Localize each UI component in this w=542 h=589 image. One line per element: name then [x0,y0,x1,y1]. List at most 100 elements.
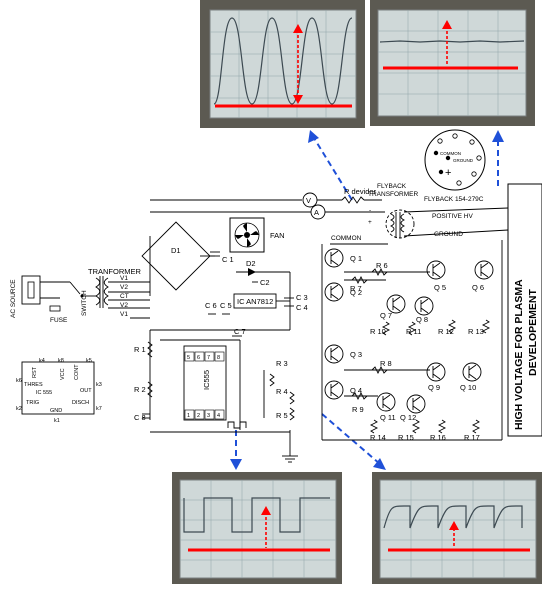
q10-label: Q 10 [460,383,476,392]
svg-text:k5: k5 [86,358,92,364]
flyback-part-label: FLYBACK 154-279C [424,196,484,203]
q8-label: Q 8 [416,315,428,324]
fuse-label: FUSE [50,317,68,324]
scope-photo-bottom-left [172,472,342,584]
svg-text:1: 1 [187,413,190,419]
r4-label: R 4 [276,387,288,396]
ic555-pinout: k4 k8 k5 k6 k3 k2 k7 k1 RST VCC THRES CO… [16,358,102,424]
q5-transistor [426,260,446,280]
fan-unit: FAN [229,217,285,253]
q3-transistor [324,344,344,364]
r8-label: R 8 [380,359,392,368]
r10-label: R 10 [370,327,386,336]
c8-label: C 8 [134,413,146,422]
q7-label: Q 7 [380,311,392,320]
q8-transistor [414,296,434,316]
v1-top-label: V1 [120,275,128,282]
scope-photo-bottom-right [372,472,542,584]
r6-label: R 6 [376,261,388,270]
rectifier-section: D1 C 1 D2 C2 IC AN7812 C 3 C 4 C 6 C 5 [141,221,308,331]
r2-label: R 2 [134,385,146,394]
q9-transistor [426,362,446,382]
ground-label: GROUND [434,231,463,238]
svg-text:+: + [445,167,451,179]
r11-label: R 11 [406,327,421,336]
transformer-label: TRANFORMER [88,267,141,276]
svg-text:k3: k3 [96,382,102,388]
svg-text:+: + [368,219,372,226]
r7-label: R 7 [350,284,362,293]
r-devider-label: R devider [344,187,377,196]
q9-label: Q 9 [428,383,440,392]
ic555-label: IC555 [202,370,211,390]
fan-label: FAN [270,231,285,240]
svg-text:GND: GND [50,408,62,414]
side-title-box: HIGH VOLTAGE FOR PLASMA DEVELOPEMENT [507,183,542,437]
v1-bottom-label: V1 [120,311,128,318]
c6-label: C 6 [205,301,217,310]
side-title-line-2: DEVELOPEMENT [527,288,539,376]
svg-text:2: 2 [197,413,200,419]
svg-text:k2: k2 [16,406,22,412]
d2-label: D2 [246,259,256,268]
svg-text:IC 555: IC 555 [36,390,52,396]
r5-label: R 5 [276,411,288,420]
q2-label: Q 2 [350,288,362,297]
q11-transistor [376,392,396,412]
ct-label: CT [120,293,129,300]
svg-text:k4: k4 [39,358,45,364]
c5-label: C 5 [220,301,232,310]
svg-text:k8: k8 [58,358,64,364]
svg-text:-: - [369,207,371,214]
c7-label: C 7 [234,327,246,336]
svg-text:DISCH: DISCH [72,400,89,406]
blue-pointer-arrows [230,130,504,470]
svg-text:5: 5 [187,355,190,361]
svg-text:k1: k1 [54,418,60,424]
v2-top-label: V2 [120,284,128,291]
q12-label: Q 12 [400,413,416,422]
svg-text:RST: RST [32,366,38,378]
r15-label: R 15 [398,433,414,442]
svg-text:6: 6 [197,355,200,361]
c4-label: C 4 [296,303,308,312]
r12-label: R 12 [438,327,454,336]
q6-transistor [474,260,494,280]
q1-transistor [324,248,344,268]
ic555-pins: 5 6 7 8 1 2 3 4 [184,351,225,420]
svg-text:3: 3 [207,413,210,419]
svg-text:k7: k7 [96,406,102,412]
q1-label: Q 1 [350,254,362,263]
q7-transistor [386,294,406,314]
flyback-transformer-label-1: FLYBACK [377,183,407,190]
q2-transistor [324,282,344,302]
r13-label: R 13 [468,327,484,336]
c1-label: C 1 [222,255,234,264]
r16-label: R 16 [430,433,446,442]
side-title-line-1: HIGH VOLTAGE FOR PLASMA [513,279,525,430]
svg-text:VCC: VCC [60,368,66,380]
svg-text:CONT: CONT [74,364,80,380]
ic-an7812-label: IC AN7812 [237,297,273,306]
q3-label: Q 3 [350,350,362,359]
svg-text:8: 8 [217,355,220,361]
positive-hv-label: POSITIVE HV [432,213,473,220]
flyback-transformer-label-2: TRANSFORMER [368,191,419,198]
q4-label: Q 4 [350,386,362,395]
scope-photo-top-right [370,0,535,126]
q6-label: Q 6 [472,283,484,292]
timer-section: R 1 R 2 C 8 IC555 5 6 7 8 1 2 3 4 [134,327,298,463]
common-label: COMMON [331,235,362,242]
svg-text:THRES: THRES [24,382,43,388]
q11-label: Q 11 [380,413,396,422]
q10-transistor [462,362,482,382]
v2-bottom-label: V2 [120,302,128,309]
svg-text:TRIG: TRIG [26,400,39,406]
q12-transistor [406,394,426,414]
c3-label: C 3 [296,293,308,302]
svg-text:OUT: OUT [80,388,92,394]
d1-label: D1 [171,246,181,255]
r3-label: R 3 [276,359,288,368]
